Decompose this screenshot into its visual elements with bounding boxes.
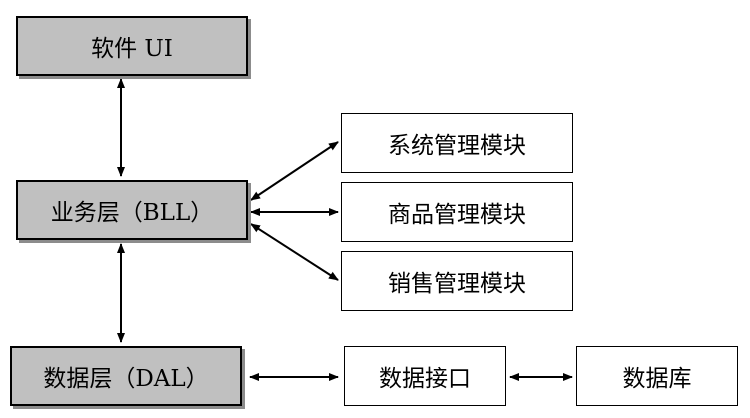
database-box: 数据库 <box>576 346 738 406</box>
business-layer-label: 业务层（BLL） <box>50 200 214 226</box>
arrow-bll-sales-module <box>250 223 339 281</box>
data-interface-box: 数据接口 <box>344 346 506 406</box>
arrow-bll-system-module <box>250 141 339 201</box>
product-module-box: 商品管理模块 <box>341 182 573 242</box>
business-layer-box: 业务层（BLL） <box>16 180 248 240</box>
data-interface-label: 数据接口 <box>379 366 471 392</box>
software-ui-box: 软件 UI <box>16 16 248 76</box>
system-module-box: 系统管理模块 <box>341 113 573 173</box>
system-module-label: 系统管理模块 <box>388 133 526 159</box>
sales-module-box: 销售管理模块 <box>341 251 573 311</box>
data-layer-box: 数据层（DAL） <box>10 346 242 406</box>
product-module-label: 商品管理模块 <box>388 202 526 228</box>
sales-module-label: 销售管理模块 <box>388 271 526 297</box>
database-label: 数据库 <box>622 366 692 392</box>
software-ui-label: 软件 UI <box>91 36 173 62</box>
data-layer-label: 数据层（DAL） <box>43 366 209 392</box>
